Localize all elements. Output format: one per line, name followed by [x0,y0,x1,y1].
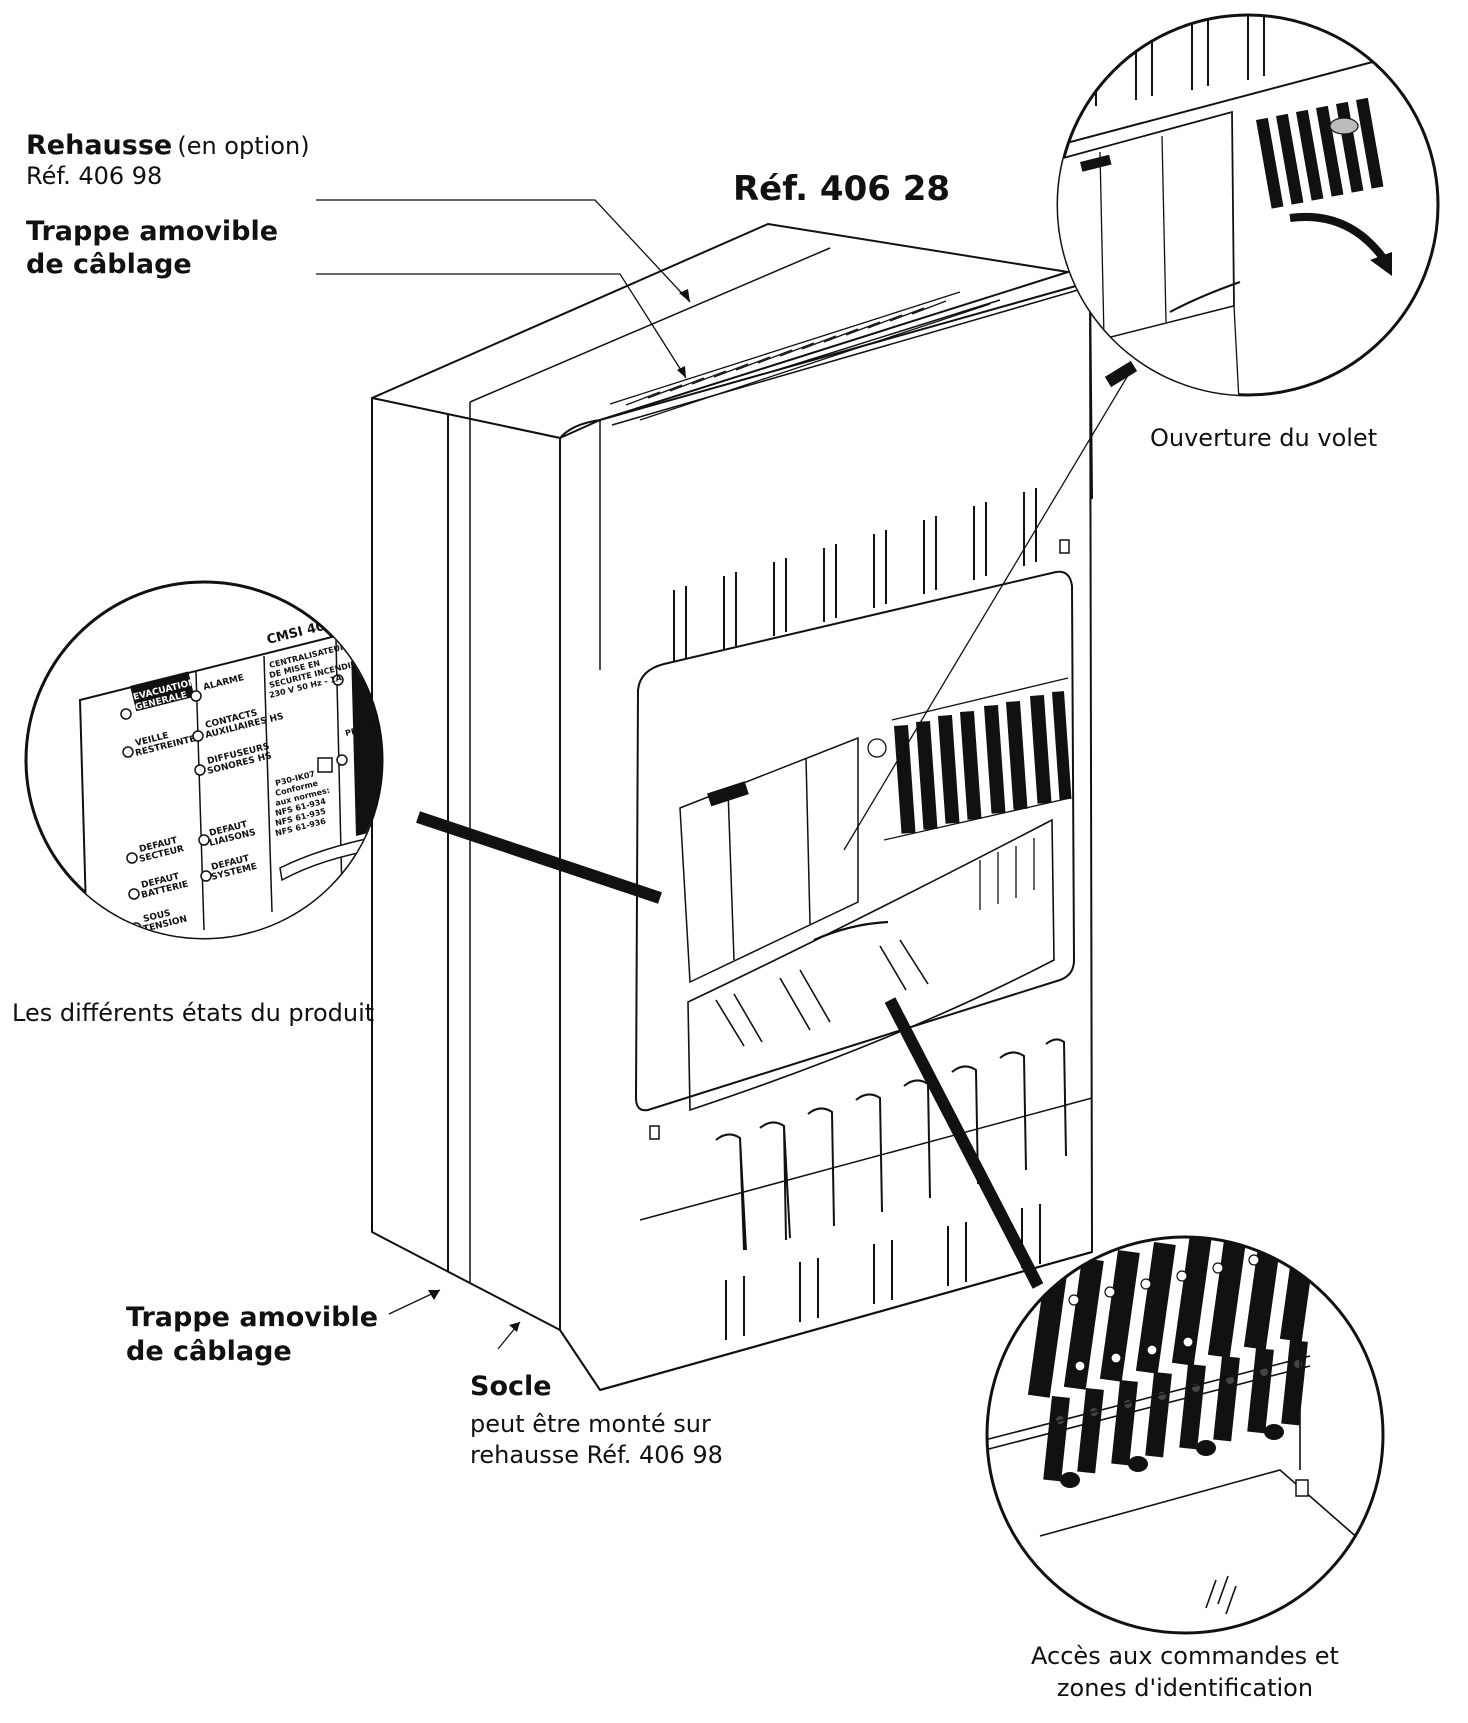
socle-line1: peut être monté sur [470,1410,711,1438]
inset-etats: EVACUATION GENERALE VEILLE RESTREINTE DE… [24,580,384,940]
socle-line2: rehausse Réf. 406 98 [470,1441,723,1469]
volet-caption: Ouverture du volet [1150,424,1378,452]
trappe-bottom-line2: de câblage [126,1336,292,1367]
front-label-panel [679,736,859,984]
leader-lines [316,199,1131,1350]
inset-volet [1056,13,1440,397]
upper-vent-slots [673,488,1037,666]
trappe-top-line1: Trappe amovible [26,216,279,247]
transparent-flap [687,818,1055,1112]
acces-caption-line1: Accès aux commandes et [1031,1642,1339,1670]
rehausse-ref: Réf. 406 98 [26,162,163,190]
etats-caption: Les différents états du produit [12,999,375,1027]
rehausse-callout: Rehausse (en option) [26,130,310,162]
top-vents [609,291,991,421]
trappe-bottom-line1: Trappe amovible [126,1302,379,1333]
rehausse-title: Rehausse [26,130,173,161]
leader-arrows [428,289,690,1332]
product-ref: Réf. 406 28 [733,169,951,209]
acces-caption-line2: zones d'identification [1056,1674,1314,1702]
trappe-top-line2: de câblage [26,249,192,280]
inset-acces [985,1235,1385,1635]
front-module-bars [894,691,1072,834]
enclosure-left-side [371,397,561,1331]
rehausse-note: (en option) [177,132,310,160]
socle-title: Socle [470,1371,552,1402]
enclosure [371,223,1093,1391]
inset-connectors [416,360,1138,1289]
